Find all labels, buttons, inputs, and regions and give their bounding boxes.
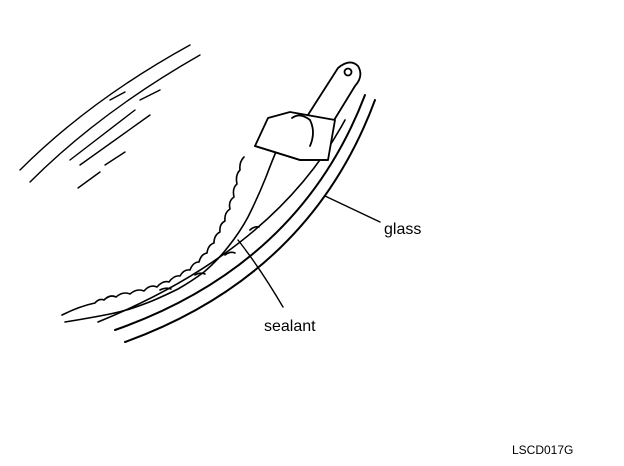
figure-code: LSCD017G: [512, 443, 573, 457]
leader-lines: [237, 195, 381, 308]
sealant-leader-line: [237, 239, 284, 308]
glass-edge: [114, 94, 376, 343]
sealant-applicator-nozzle: [254, 61, 362, 161]
sealant-label: sealant: [264, 318, 316, 335]
glass-label: glass: [384, 221, 421, 238]
glass-reflection-lines: [19, 44, 201, 189]
glass-leader-line: [324, 195, 381, 223]
